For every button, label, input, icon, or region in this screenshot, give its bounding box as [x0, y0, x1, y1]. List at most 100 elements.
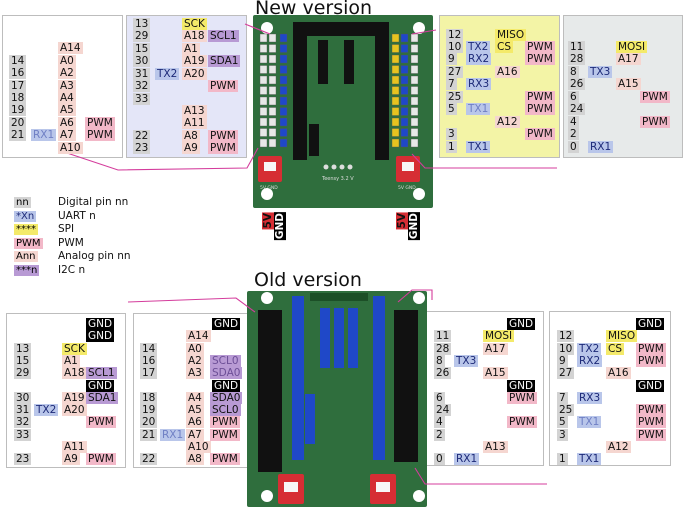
header-pin: [279, 138, 288, 148]
header-pin: [410, 107, 419, 116]
new-board-chip-text: Teensy 3.2 V: [321, 176, 354, 182]
old-blue-inner-header: [305, 394, 315, 444]
connector-lines: [63, 23, 557, 485]
pin-label-dig: 14: [9, 55, 27, 67]
power-label-gnd-left: GND: [274, 212, 286, 241]
pin-label-pwm: PWM: [85, 129, 115, 141]
header-pin: [279, 86, 288, 95]
header-pin: [268, 138, 277, 148]
pin-label-dig: 33: [14, 429, 32, 441]
header-pin: [400, 44, 409, 53]
pin-label-uart: TX2: [155, 68, 180, 80]
pin-label-pwm: PWM: [85, 117, 115, 129]
pin-label-dig: 26: [568, 78, 586, 90]
new-pad: [323, 164, 329, 170]
pin-label-dig: 8: [434, 355, 445, 367]
legend-label-pwm: PWM: [58, 236, 84, 249]
header-pin: [268, 54, 277, 64]
power-label-5v-right: 5V: [396, 212, 408, 230]
header-pin: [400, 138, 409, 148]
pin-label-ana: A17: [616, 53, 641, 65]
pin-label-uart-dim: TX1: [577, 416, 602, 428]
old-mount-hole: [261, 292, 273, 304]
old-blue-inner-header: [348, 308, 358, 368]
pin-label-ana: A16: [606, 367, 631, 379]
header-pin: [268, 33, 277, 43]
pin-label-ana: A4: [58, 92, 76, 104]
pin-label-pwm: PWM: [525, 128, 555, 140]
pin-label-gnd: GND: [86, 380, 115, 392]
pin-label-dig: 17: [140, 367, 158, 379]
pin-label-dig: 13: [14, 343, 32, 355]
header-pin: [391, 33, 400, 43]
pin-label-dig: 25: [446, 91, 464, 103]
pin-label-i2c: SCL1: [208, 30, 239, 42]
old-mount-hole: [413, 490, 425, 502]
pin-label-ana: A13: [483, 441, 508, 453]
pin-label-spi: SCK: [62, 343, 87, 355]
pin-label-dig: 0: [568, 141, 579, 153]
new-mount-hole: [261, 188, 273, 200]
connector-line: [397, 289, 433, 303]
pin-label-uart: TX1: [577, 453, 602, 465]
pin-label-ana: A7: [58, 129, 76, 141]
pin-label-pwm: PWM: [208, 142, 238, 154]
pin-label-ana: A6: [58, 117, 76, 129]
legend-swatch-i2c: ***n: [14, 264, 40, 276]
header-pin: [259, 65, 268, 74]
pin-label-i2c: SCL0: [210, 404, 241, 416]
pin-label-spi: MOSI: [616, 41, 648, 53]
pin-label-pwm: PWM: [636, 343, 666, 355]
pin-label-dig: 7: [557, 392, 568, 404]
pin-label-ana: A20: [182, 68, 207, 80]
old-relay-right-button: [376, 482, 390, 492]
new-left-headers: [259, 33, 288, 148]
pin-label-ana: A18: [62, 367, 87, 379]
header-pin: [410, 75, 419, 85]
pin-label-dig: 30: [14, 392, 32, 404]
pin-label-pwm: PWM: [636, 404, 666, 416]
pin-label-dig: 23: [14, 453, 32, 465]
pin-label-ana: A11: [182, 117, 207, 129]
pin-label-dig: 22: [140, 453, 158, 465]
connector-line: [127, 297, 256, 313]
pin-label-ana: A1: [62, 355, 80, 367]
header-pin: [410, 44, 419, 53]
header-pin: [400, 75, 409, 85]
pin-label-uart: RX3: [466, 78, 492, 90]
pin-label-dig: 3: [557, 429, 568, 441]
pin-label-i2c: SDA1: [86, 392, 119, 404]
pin-label-ana: A12: [495, 116, 520, 128]
pin-label-ana: A3: [186, 367, 204, 379]
pin-label-gnd: GND: [636, 380, 665, 392]
pin-label-dig: 1: [557, 453, 568, 465]
old-blue-inner-header: [320, 308, 330, 368]
pin-label-ana: A15: [616, 78, 641, 90]
header-pin: [391, 128, 400, 137]
pin-label-dig: 10: [446, 41, 464, 53]
header-pin: [259, 107, 268, 116]
pin-label-ana: A16: [495, 66, 520, 78]
new-version-title: New version: [255, 0, 373, 19]
header-pin: [410, 54, 419, 64]
pin-label-dig: 9: [446, 53, 457, 65]
header-pin: [259, 96, 268, 106]
header-pin: [410, 96, 419, 106]
pin-label-dig: 12: [446, 29, 464, 41]
header-pin: [391, 86, 400, 95]
new-teensy-socket-top: [307, 22, 375, 36]
pin-label-dig: 24: [434, 404, 452, 416]
new-mount-hole: [261, 22, 273, 34]
pin-label-pwm: PWM: [208, 80, 238, 92]
pin-label-i2c: SDA0: [210, 392, 243, 404]
legend-swatch-ana: Ann: [14, 251, 38, 262]
pin-label-dig: 21: [9, 129, 27, 141]
pin-label-dig: 31: [133, 68, 151, 80]
pin-label-ana: A11: [62, 441, 87, 453]
power-label-5v-left: 5V: [262, 212, 274, 230]
new-pad: [331, 164, 337, 170]
pin-label-dig: 27: [446, 66, 464, 78]
pin-label-uart: RX3: [577, 392, 603, 404]
pin-label-dig: 11: [434, 330, 452, 342]
header-pin: [279, 128, 288, 137]
